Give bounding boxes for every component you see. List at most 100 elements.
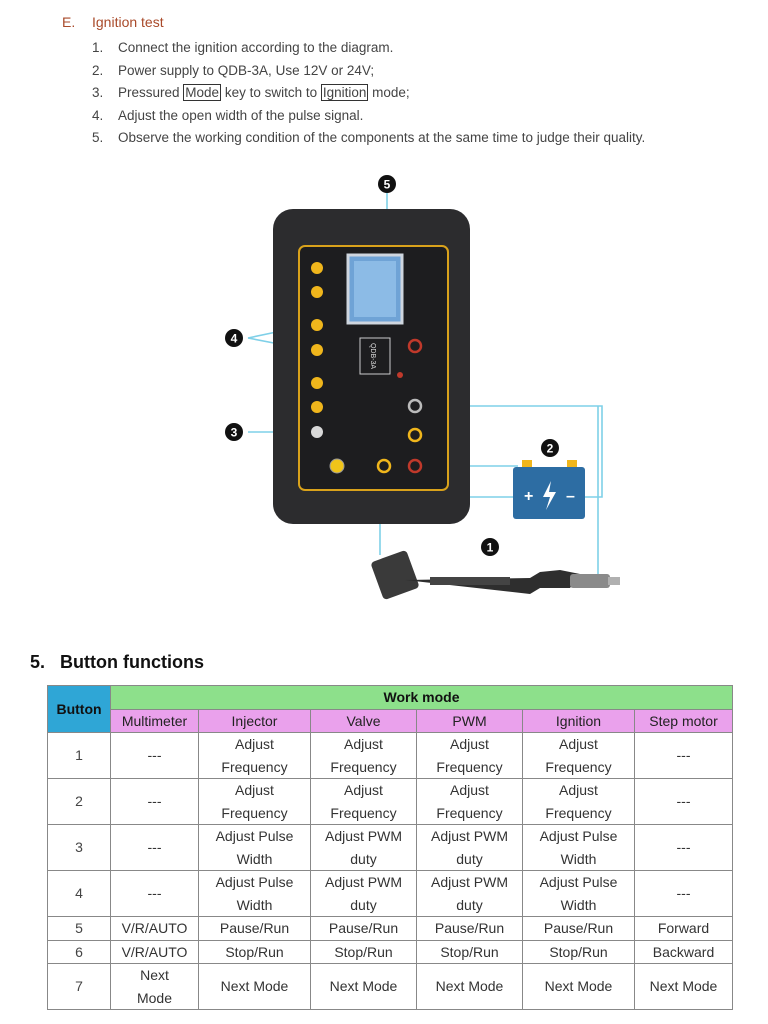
- step-item: 5.Observe the working condition of the c…: [92, 130, 646, 146]
- button-number-cell: 3: [47, 824, 111, 871]
- cell-line: ---: [147, 793, 162, 810]
- cell-line: Stop/Run: [440, 943, 499, 960]
- button-column-header: Button: [47, 685, 111, 733]
- mode-header: Multimeter: [110, 708, 199, 733]
- section-e-title: Ignition test: [92, 14, 164, 30]
- cell-line: Backward: [652, 943, 715, 960]
- cell-line: Adjust: [559, 736, 598, 752]
- cell-line: Adjust: [559, 782, 598, 798]
- cell-line: ---: [147, 839, 162, 856]
- cell-line: Adjust Pulse: [215, 828, 294, 844]
- cell-line: Adjust: [450, 782, 489, 798]
- cell-line: Adjust: [344, 782, 383, 798]
- cell-line: V/R/AUTO: [121, 943, 188, 960]
- callout-markers: 5 4 3 2 1: [225, 175, 559, 556]
- callout-4: 4: [231, 332, 238, 346]
- cell-line: Stop/Run: [334, 943, 393, 960]
- function-cell: ---: [634, 824, 733, 871]
- function-cell: Next Mode: [522, 963, 635, 1010]
- cell-line: Adjust: [450, 736, 489, 752]
- cell-line: Frequency: [221, 758, 288, 775]
- qdb-3a-device: QDB-3A: [273, 209, 470, 524]
- function-cell: Stop/Run: [198, 939, 311, 964]
- mode-key-label: Mode: [183, 84, 222, 102]
- cell-line: duty: [350, 850, 377, 867]
- function-cell: V/R/AUTO: [110, 916, 199, 941]
- cell-line: Forward: [657, 920, 710, 936]
- cell-line: Frequency: [436, 804, 503, 821]
- cell-line: Next Mode: [435, 978, 504, 995]
- cell-line: ---: [676, 885, 691, 902]
- ignition-mode-label: Ignition: [320, 84, 369, 102]
- mode-header-row: Multimeter Injector Valve PWM Ignition S…: [48, 708, 733, 733]
- cell-line: Adjust Pulse: [539, 828, 618, 844]
- cell-line: duty: [456, 850, 483, 867]
- cell-line: Stop/Run: [549, 943, 608, 960]
- function-cell: Forward: [634, 916, 733, 941]
- section-e-heading: E.Ignition test: [62, 14, 164, 30]
- function-cell: Pause/Run: [522, 916, 635, 941]
- function-cell: ---: [110, 824, 199, 871]
- cell-line: Frequency: [330, 758, 397, 775]
- mode-header: Injector: [198, 708, 311, 733]
- function-cell: Next Mode: [634, 963, 733, 1010]
- function-cell: ---: [634, 870, 733, 917]
- mode-header: Valve: [310, 708, 417, 733]
- section-5-heading: 5.Button functions: [30, 652, 204, 673]
- device-buttons: [311, 262, 323, 413]
- callout-3: 3: [231, 426, 238, 440]
- callout-1: 1: [487, 541, 494, 555]
- cell-line: Adjust Pulse: [539, 874, 618, 890]
- function-cell: ---: [110, 732, 199, 779]
- cell-line: ---: [676, 747, 691, 764]
- button-number-cell: 4: [47, 870, 111, 917]
- step-item: 4.Adjust the open width of the pulse sig…: [92, 107, 364, 123]
- function-cell: ---: [634, 732, 733, 779]
- cell-line: Frequency: [436, 758, 503, 775]
- cell-line: Adjust PWM: [430, 874, 508, 890]
- mode-button: [311, 426, 323, 438]
- table-row: 6 V/R/AUTO Stop/Run Stop/Run Stop/Run Stop/Ru…: [47, 939, 733, 964]
- function-cell: Backward: [634, 939, 733, 964]
- mode-header: Ignition: [522, 708, 635, 733]
- cell-line: Width: [560, 850, 597, 867]
- cell-line: ---: [676, 793, 691, 810]
- cell-line: Adjust: [344, 736, 383, 752]
- mode-header: Step motor: [634, 708, 733, 733]
- cell-line: Adjust Pulse: [215, 874, 294, 890]
- button-functions-table: Button Work mode Multimeter Injector Val…: [47, 685, 733, 1010]
- button-number-cell: 6: [47, 939, 111, 964]
- button-number-cell: 7: [47, 963, 111, 1010]
- step-item: 1.Connect the ignition according to the …: [92, 40, 394, 55]
- cell-line: Pause/Run: [219, 920, 290, 936]
- cell-line: Pause/Run: [328, 920, 399, 936]
- cell-line: Pause/Run: [434, 920, 505, 936]
- cell-line: Next Mode: [329, 978, 398, 995]
- function-cell: ---: [634, 778, 733, 825]
- device-model-label: QDB-3A: [369, 343, 376, 369]
- cell-line: Frequency: [545, 804, 612, 821]
- cell-line: Width: [236, 896, 273, 913]
- cell-line: Adjust PWM: [430, 828, 508, 844]
- function-cell: Pause/Run: [416, 916, 523, 941]
- button-number-cell: 1: [47, 732, 111, 779]
- function-cell: ---: [110, 870, 199, 917]
- button-number-cell: 2: [47, 778, 111, 825]
- cell-line: Adjust: [235, 736, 274, 752]
- button-number-cell: 5: [47, 916, 111, 941]
- section-5-title: Button functions: [60, 652, 204, 672]
